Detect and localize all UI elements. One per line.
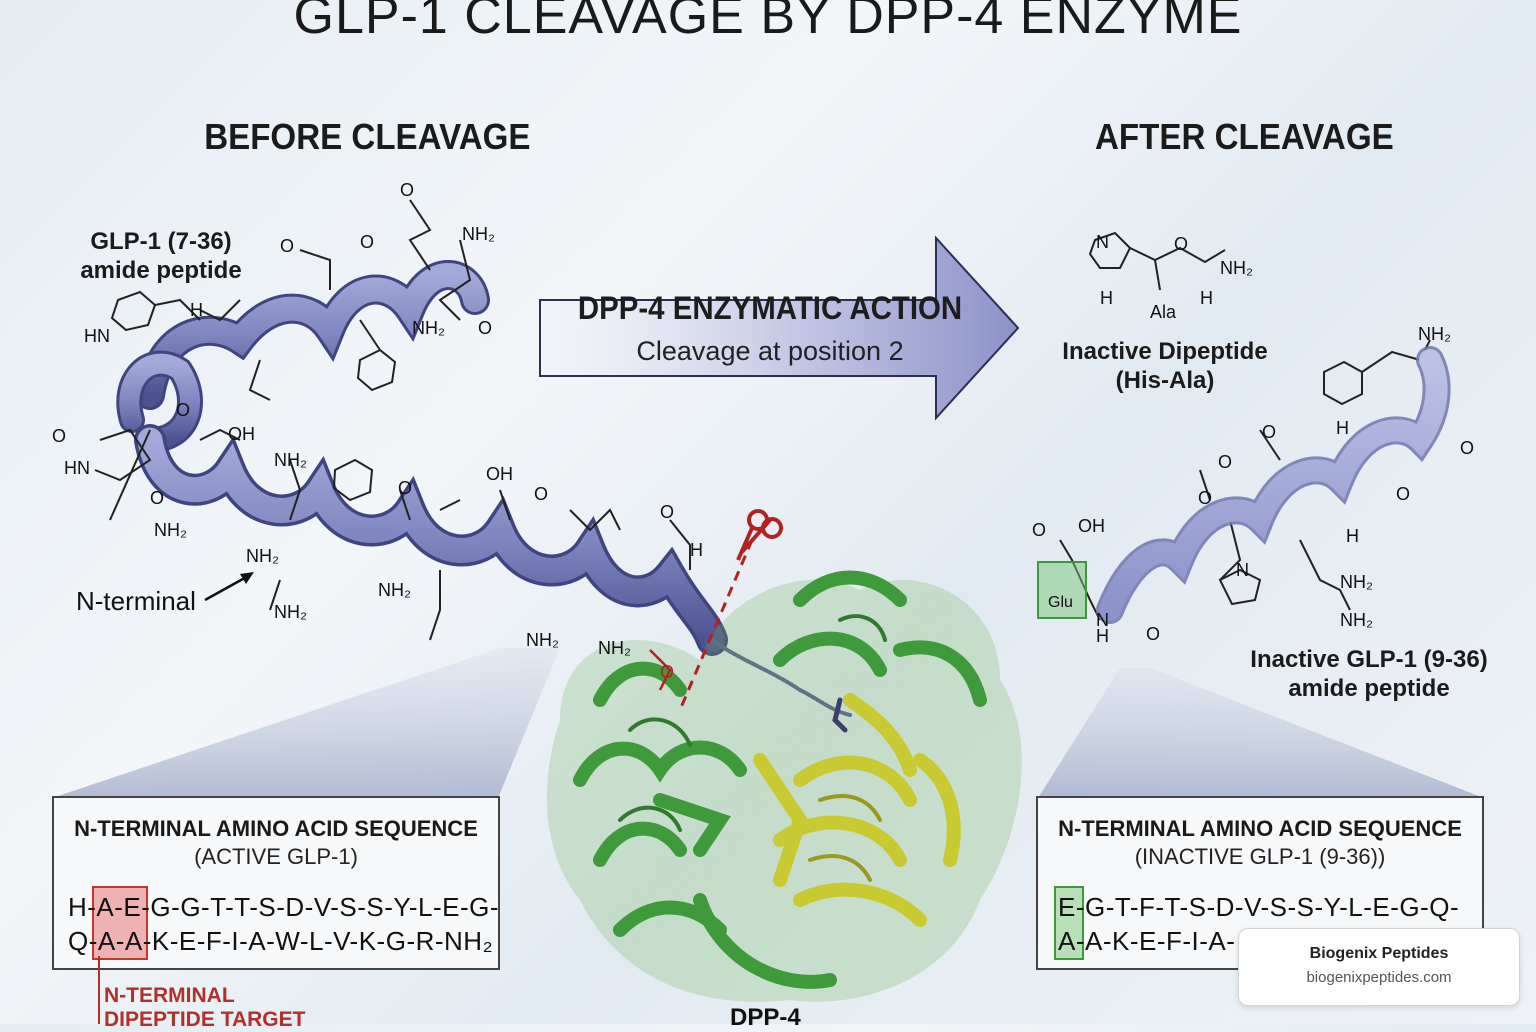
chem-h-4: H (1200, 288, 1213, 308)
sequence-subtitle-active: (ACTIVE GLP-1) (194, 844, 358, 869)
sequence-title-active: N-TERMINAL AMINO ACID SEQUENCE (74, 816, 478, 841)
glp1-label: GLP-1 (7-36) amide peptide (66, 228, 256, 286)
chem-o-16: O (1218, 452, 1233, 472)
chem-o-19: O (1146, 624, 1161, 644)
chem-n-3: N (1236, 560, 1249, 580)
target-label-line2: DIPEPTIDE TARGET (104, 1008, 306, 1032)
chem-hn-1: HN (84, 326, 110, 346)
chem-oh-2: OH (486, 464, 513, 484)
chem-o-15: O (1262, 422, 1277, 442)
watermark-url[interactable]: biogenixpeptides.com (1306, 969, 1452, 986)
glp1-helix-upper (116, 260, 490, 453)
sequence-line-2: Q-A-A-K-E-F-I-A-W-L-V-K-G-R-NH₂ (68, 926, 494, 956)
scissors-icon (736, 509, 783, 561)
chem-nh2-11: NH₂ (1418, 324, 1451, 344)
glp19-36-label-line1: Inactive GLP-1 (9-36) (1250, 646, 1488, 673)
sequence-box-active: N-TERMINAL AMINO ACID SEQUENCE (ACTIVE G… (52, 796, 500, 970)
dipeptide-label: Inactive Dipeptide (His-Ala) (1050, 338, 1280, 396)
chem-o-14: O (1396, 484, 1411, 504)
dipeptide-highlight (92, 886, 148, 960)
sequence-line-inactive-2: A-A-K-E-F-I-A- (1058, 926, 1236, 956)
chem-nh2-4: NH₂ (154, 520, 187, 540)
chem-nh2-3: NH₂ (274, 450, 307, 470)
chem-h-2: H (690, 540, 703, 560)
chem-nh2-1: NH₂ (462, 224, 495, 244)
chem-h-1: H (190, 300, 203, 320)
chem-o-3: O (360, 232, 375, 252)
chem-nh2-2: NH₂ (412, 318, 445, 338)
action-arrow (539, 235, 1020, 421)
chem-o-12: O (1174, 234, 1189, 254)
chem-o-9: O (534, 484, 549, 504)
chem-h-7: H (1096, 626, 1109, 646)
chem-nh2-7: NH₂ (378, 580, 411, 600)
chem-o-4: O (478, 318, 493, 338)
chem-nh2-5: NH₂ (246, 546, 279, 566)
sequence-subtitle-inactive: (INACTIVE GLP-1 (9-36)) (1134, 844, 1386, 869)
chem-o-11: O (660, 662, 675, 682)
chem-o-2: O (280, 236, 295, 256)
glu-label: Glu (1048, 594, 1073, 611)
chem-o-7: O (150, 488, 165, 508)
sequence-line-inactive-1: E-G-T-F-T-S-D-V-S-S-Y-L-E-G-Q- (1058, 892, 1460, 922)
dipeptide-label-line1: Inactive Dipeptide (1062, 338, 1268, 365)
chem-n-1: N (1096, 232, 1109, 252)
chem-h-5: H (1336, 418, 1349, 438)
glu-highlight (1037, 561, 1087, 619)
page-title: GLP-1 CLEAVAGE BY DPP-4 ENZYME (293, 0, 1243, 45)
watermark-name: Biogenix Peptides (1309, 945, 1449, 962)
glp1-label-line1: GLP-1 (7-36) (90, 228, 232, 255)
sequence-line-1: H-A-E-G-G-T-T-S-D-V-S-S-Y-L-E-G- (68, 892, 500, 922)
chem-o-13: O (1460, 438, 1475, 458)
chem-o-18: O (1032, 520, 1047, 540)
chem-oh-3: OH (1078, 516, 1105, 536)
chem-o-8: O (398, 478, 413, 498)
zoom-cone-right (1038, 668, 1484, 798)
n-terminal-label: N-terminal (76, 586, 196, 616)
chem-o-10: O (660, 502, 675, 522)
chem-o-1: O (400, 180, 415, 200)
chem-oh-1: OH (228, 424, 255, 444)
chem-o-17: O (1198, 488, 1213, 508)
chem-nh2-12: NH₂ (1340, 572, 1373, 592)
glu-sequence-highlight (1054, 886, 1084, 960)
sequence-title-inactive: N-TERMINAL AMINO ACID SEQUENCE (1058, 816, 1462, 841)
chem-nh2-6: NH₂ (274, 602, 307, 622)
target-label-line1: N-TERMINAL (104, 984, 235, 1007)
chem-h-3: H (1100, 288, 1113, 308)
chem-o-5: O (176, 400, 191, 420)
chem-nh2-9: NH₂ (598, 638, 631, 658)
after-heading: AFTER CLEAVAGE (1094, 116, 1394, 157)
dpp4-enzyme (546, 570, 1022, 1002)
before-heading: BEFORE CLEAVAGE (204, 116, 531, 157)
enzyme-label: DPP-4 (730, 1004, 801, 1031)
glp19-36-helix (1096, 346, 1451, 624)
zoom-cone-left (52, 648, 560, 798)
chem-nh2-8: NH₂ (526, 630, 559, 650)
chem-o-6: O (52, 426, 67, 446)
n-terminal-arrow (204, 573, 251, 602)
chem-hn-2: HN (64, 458, 90, 478)
glp19-36-label-line2: amide peptide (1288, 674, 1450, 702)
chem-h-6: H (1346, 526, 1359, 546)
dipeptide-label-line2: (His-Ala) (1115, 366, 1215, 394)
cleavage-bond (649, 649, 672, 691)
chem-nh2-10: NH₂ (1220, 258, 1253, 278)
glp19-36-label: Inactive GLP-1 (9-36) amide peptide (1236, 646, 1502, 704)
action-subtitle: Cleavage at position 2 (636, 336, 904, 366)
chem-nh2-13: NH₂ (1340, 610, 1373, 630)
target-pointer (98, 956, 100, 1024)
action-title: DPP-4 ENZYMATIC ACTION (577, 290, 963, 326)
chem-n-2: N (1096, 610, 1109, 630)
watermark-badge[interactable]: Biogenix Peptides biogenixpeptides.com (1238, 928, 1520, 1006)
dipeptide-ala: Ala (1150, 302, 1177, 322)
glp1-helix-lower (134, 424, 852, 717)
glp1-label-line2: amide peptide (80, 256, 242, 284)
side-chains-left (94, 199, 691, 641)
cleavage-line (678, 539, 754, 711)
dipeptide-target-label: N-TERMINAL DIPEPTIDE TARGET (104, 984, 305, 1032)
